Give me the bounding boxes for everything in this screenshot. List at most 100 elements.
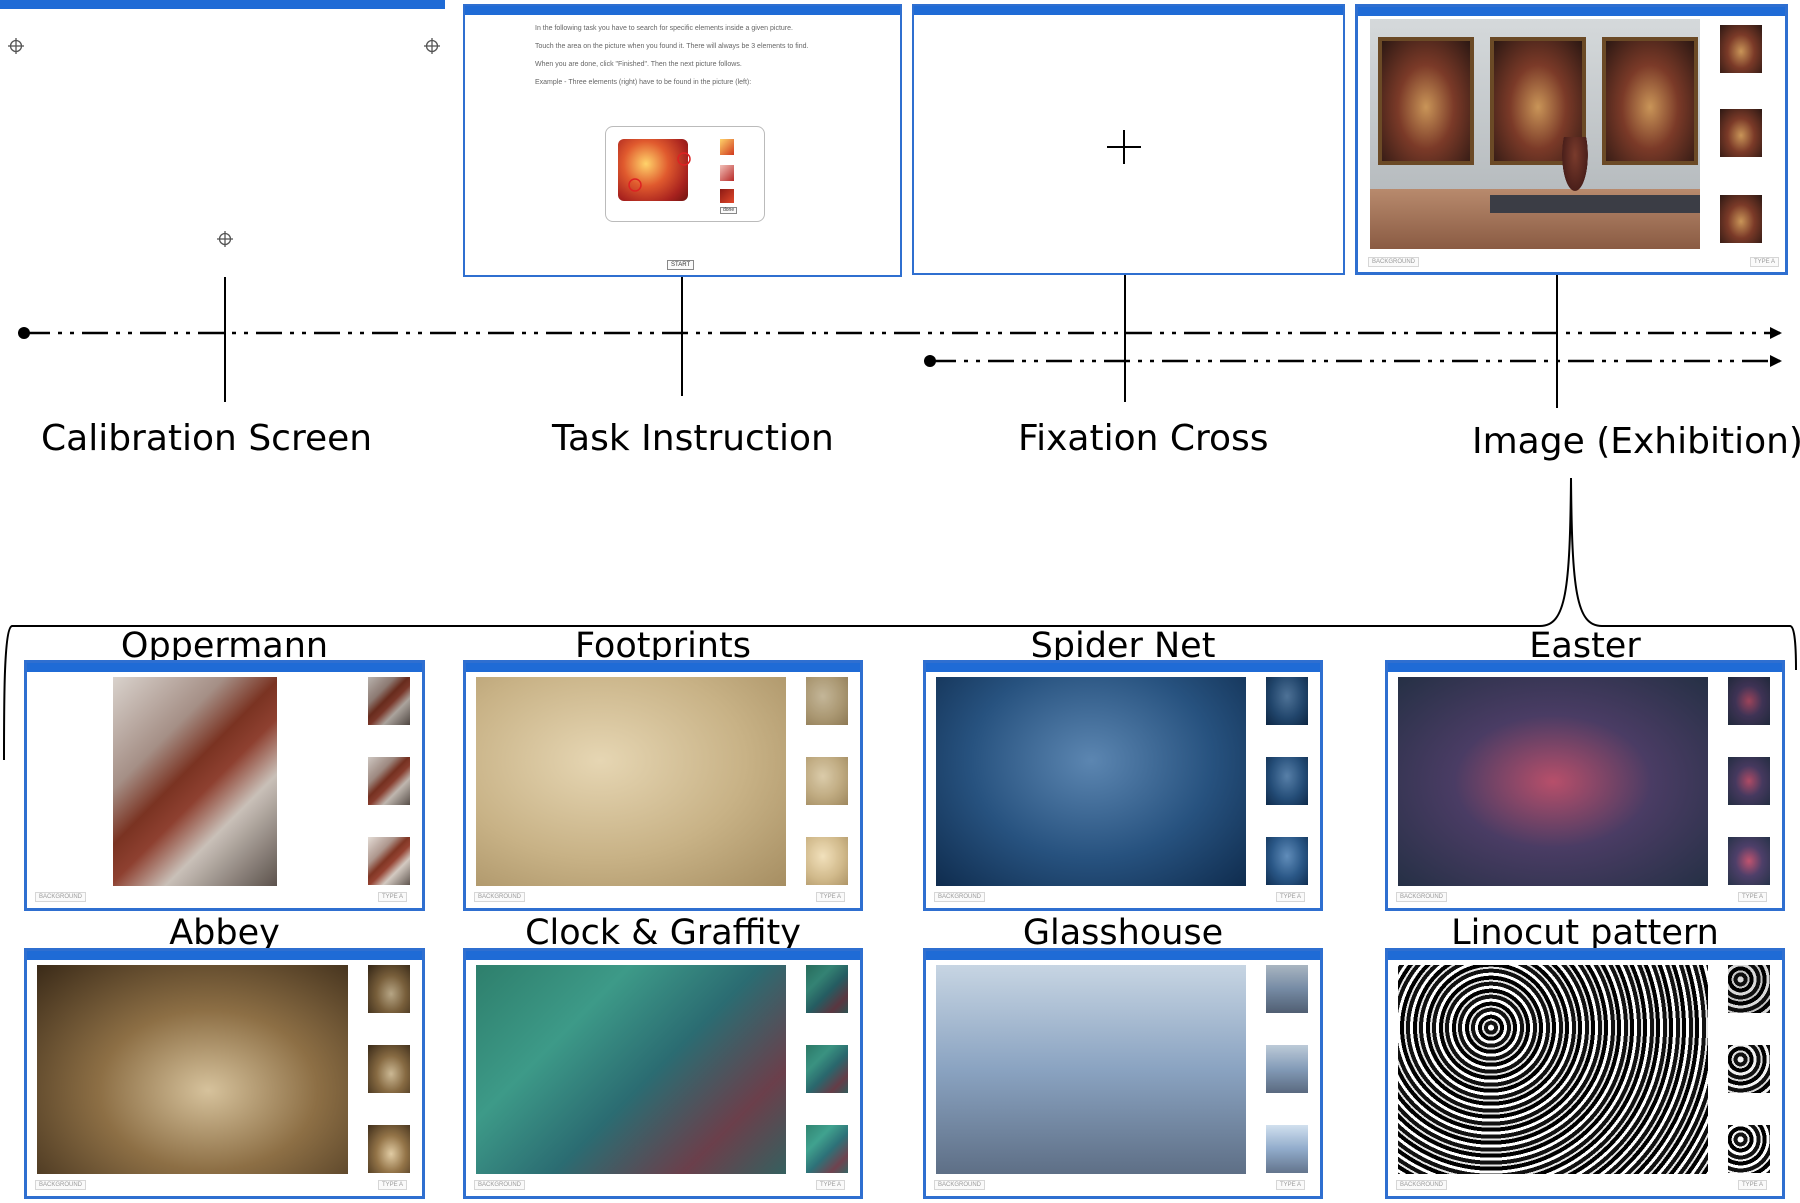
gallery-screen: BACKGROUND TYPE A (923, 948, 1323, 1199)
gallery-main-image (1398, 677, 1708, 886)
type-button[interactable]: TYPE A (1276, 892, 1306, 902)
example-thumb (720, 165, 734, 181)
gallery-screen: BACKGROUND TYPE A (24, 948, 425, 1199)
gallery-screen: BACKGROUND TYPE A (463, 948, 863, 1199)
gallery-thumb (1266, 1125, 1308, 1173)
type-button[interactable]: TYPE A (1738, 1180, 1768, 1190)
background-button[interactable]: BACKGROUND (35, 892, 87, 902)
screen-top-bar (27, 663, 422, 672)
task-instruction-screen: In the following task you have to search… (463, 4, 902, 277)
gallery-thumb (1728, 1045, 1770, 1093)
gallery-thumb (1728, 757, 1770, 805)
instruction-line: When you are done, click "Finished". The… (535, 61, 742, 68)
stage-label: Fixation Cross (1018, 418, 1269, 459)
museum-bench (1490, 195, 1700, 213)
background-button[interactable]: BACKGROUND (474, 1180, 526, 1190)
gallery-thumb (368, 1125, 410, 1173)
timeline-start-dot (18, 327, 30, 339)
gallery-thumb (1266, 1045, 1308, 1093)
gallery-brace (3, 477, 1797, 761)
gallery-screen: BACKGROUND TYPE A (1385, 660, 1785, 911)
example-marker-overlay (628, 152, 691, 192)
background-button[interactable]: BACKGROUND (1396, 892, 1448, 902)
gallery-thumb (1266, 677, 1308, 725)
calibration-top-bar (0, 0, 445, 9)
gallery-main-image (476, 965, 786, 1174)
background-button[interactable]: BACKGROUND (474, 892, 526, 902)
exhibition-thumb (1720, 109, 1762, 157)
screen-top-bar (466, 951, 860, 960)
screen-top-bar (465, 6, 900, 15)
type-button[interactable]: TYPE A (816, 1180, 846, 1190)
gallery-screen: BACKGROUND TYPE A (923, 660, 1323, 911)
calibration-target-icon (217, 231, 233, 247)
gallery-thumb (1728, 965, 1770, 1013)
gallery-screen: BACKGROUND TYPE A (1385, 948, 1785, 1199)
calibration-screen (0, 0, 445, 270)
gallery-thumb (368, 677, 410, 725)
gallery-thumb (806, 1125, 848, 1173)
gallery-thumb (806, 837, 848, 885)
type-button[interactable]: TYPE A (1750, 257, 1780, 267)
gallery-title: Glasshouse (1022, 913, 1224, 953)
gallery-thumb (806, 757, 848, 805)
type-button[interactable]: TYPE A (1276, 1180, 1306, 1190)
instruction-line: In the following task you have to search… (535, 25, 793, 32)
type-button[interactable]: TYPE A (378, 892, 408, 902)
screen-top-bar (1388, 663, 1782, 672)
fixation-cross-screen (912, 4, 1345, 275)
gallery-screen: BACKGROUND TYPE A (24, 660, 425, 911)
painting (1378, 37, 1474, 165)
instruction-line: Example - Three elements (right) have to… (535, 79, 752, 86)
gallery-thumb (1728, 677, 1770, 725)
gallery-thumb (1266, 965, 1308, 1013)
fixation-cross-icon (1107, 130, 1141, 164)
background-button[interactable]: BACKGROUND (1396, 1180, 1448, 1190)
gallery-thumb (1728, 1125, 1770, 1173)
exhibition-thumb (1720, 25, 1762, 73)
screen-top-bar (926, 951, 1320, 960)
exhibition-image (1370, 19, 1700, 249)
background-button[interactable]: BACKGROUND (35, 1180, 87, 1190)
background-button[interactable]: BACKGROUND (934, 1180, 986, 1190)
loop-start-dot (924, 355, 936, 367)
type-button[interactable]: TYPE A (378, 1180, 408, 1190)
background-button[interactable]: BACKGROUND (1368, 257, 1420, 267)
example-thumb (720, 189, 734, 203)
start-button[interactable]: START (667, 260, 695, 270)
example-done-button[interactable]: done (720, 207, 738, 214)
gallery-main-image (113, 677, 277, 886)
stage-label: Task Instruction (552, 418, 834, 459)
gallery-main-image (476, 677, 786, 886)
screen-top-bar (1388, 951, 1782, 960)
background-button[interactable]: BACKGROUND (934, 892, 986, 902)
gallery-title: Linocut pattern (1451, 913, 1719, 953)
gallery-main-image (37, 965, 348, 1174)
gallery-thumb (1728, 837, 1770, 885)
gallery-main-image (1398, 965, 1708, 1174)
screen-top-bar (926, 663, 1320, 672)
gallery-title: Footprints (575, 626, 751, 666)
gallery-thumb (806, 677, 848, 725)
gallery-screen: BACKGROUND TYPE A (463, 660, 863, 911)
instruction-text: In the following task you have to search… (535, 20, 865, 92)
screen-top-bar (27, 951, 422, 960)
type-button[interactable]: TYPE A (1738, 892, 1768, 902)
gallery-main-image (936, 677, 1246, 886)
gallery-thumb (368, 757, 410, 805)
screen-top-bar (466, 663, 860, 672)
gallery-thumb (368, 837, 410, 885)
gallery-thumb (806, 1045, 848, 1093)
painting (1602, 37, 1698, 165)
type-button[interactable]: TYPE A (816, 892, 846, 902)
visitor-figure (1560, 137, 1590, 197)
stage-label: Image (Exhibition) (1472, 421, 1800, 462)
gallery-thumb (806, 965, 848, 1013)
gallery-title: Easter (1529, 626, 1641, 666)
gallery-thumb (1266, 837, 1308, 885)
exhibition-screen: BACKGROUND TYPE A (1355, 4, 1788, 275)
gallery-thumb (1266, 757, 1308, 805)
instruction-line: Touch the area on the picture when you f… (535, 43, 809, 50)
gallery-main-image (936, 965, 1246, 1174)
